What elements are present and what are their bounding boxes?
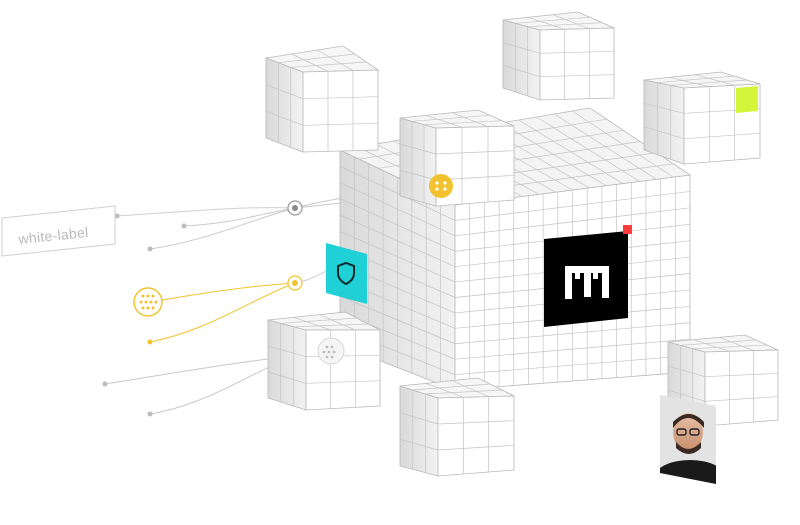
dot-grid-icon: [435, 181, 447, 191]
connector-yellow-1: [161, 282, 296, 301]
cube-bottom-right-front: [704, 349, 779, 427]
gray-dot-grid-node[interactable]: [317, 337, 345, 365]
connector-dot: [181, 223, 187, 229]
cube-top-left: [264, 45, 380, 153]
logo-m-icon: [565, 266, 609, 299]
hub-node-yellow-center: [292, 280, 298, 286]
dot-grid-icon: [139, 294, 158, 310]
cube-top-left-side: [265, 57, 304, 153]
connector-dot: [147, 246, 153, 252]
connector-dot: [114, 213, 120, 219]
connector-dot: [147, 411, 153, 417]
cube-top-upper-top: [502, 11, 615, 31]
lime-accent-square: [736, 86, 758, 113]
cube-bottom-left-top: [267, 311, 381, 331]
cube-top-left-front: [302, 69, 379, 153]
cube-bottom-left-front: [305, 329, 381, 411]
shield-tile: [326, 243, 367, 304]
connector-1: [183, 207, 296, 227]
connector-white-label: [116, 207, 296, 217]
yellow-node[interactable]: [429, 174, 453, 198]
cube-top-right: [643, 71, 761, 165]
connector-dot: [102, 381, 108, 387]
cube-mid-top-side: [399, 117, 437, 207]
brand-logo: [544, 225, 632, 327]
avatar: [660, 395, 716, 484]
cube-mid-top-top: [399, 109, 515, 129]
white-label-text: white-label: [17, 224, 90, 247]
logo-red-corner: [623, 225, 632, 234]
connector-6: [104, 355, 297, 385]
cube-top-upper: [502, 11, 615, 101]
connector-dot-yellow: [147, 339, 153, 345]
cube-bottom-right: [667, 334, 779, 427]
cube-top-right-side: [643, 79, 685, 165]
hub-node-center: [292, 205, 298, 211]
cube-bottom-mid: [399, 377, 515, 477]
white-label-tag: white-label: [1, 205, 116, 257]
connector-2: [149, 207, 296, 250]
cube-bottom-right-top: [667, 334, 779, 353]
cube-mid-top: [399, 109, 515, 207]
cube-structure: [264, 11, 779, 477]
yellow-dot-grid-node[interactable]: [133, 287, 163, 317]
cube-bottom-mid-front: [437, 395, 515, 477]
shield-icon: [337, 261, 355, 286]
cube-top-upper-side: [502, 19, 541, 101]
connector-yellow-2: [149, 282, 296, 343]
cube-bottom-left-side: [267, 319, 307, 411]
cube-bottom-mid-side: [399, 385, 439, 477]
cube-top-upper-front: [539, 27, 615, 101]
